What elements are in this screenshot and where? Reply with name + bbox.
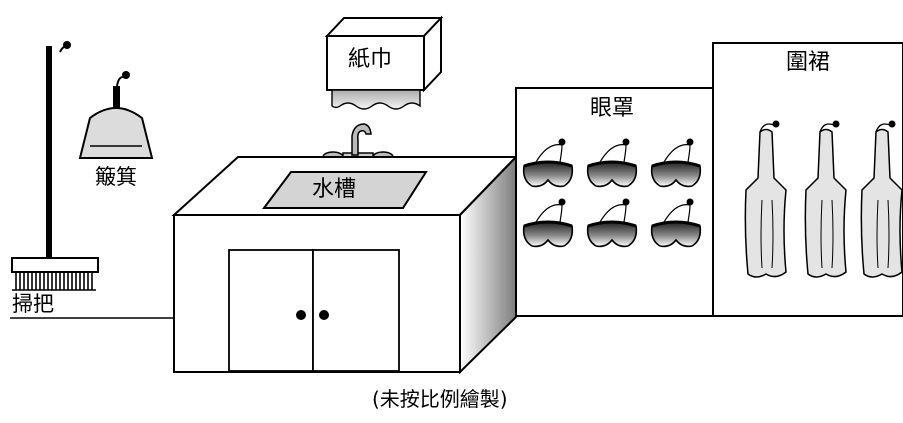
broom [11,41,99,291]
cabinet [171,154,519,375]
goggles-group [522,138,702,248]
apron [744,120,787,278]
aprons-group [744,120,903,278]
apron [804,120,847,278]
broom-bristles [12,272,96,291]
goggle [522,198,574,248]
dustpan-label: 簸箕 [95,165,137,189]
paper-towel-sheet [331,89,421,110]
paper-towel-label: 紙巾 [348,47,393,72]
goggle [586,198,638,248]
goggles-panel [515,87,714,317]
door-knob-right [319,310,329,320]
cabinet-right-door [312,249,400,372]
dustpan [78,71,154,159]
broom-label: 掃把 [12,292,54,316]
goggle [586,138,638,188]
goggle [650,198,702,248]
sink-label: 水槽 [312,177,357,202]
paper-towel-dispenser [324,15,444,110]
aprons-label: 圍裙 [786,50,831,75]
goggles-label: 眼罩 [590,96,635,121]
scale-note: (未按比例繪製) [372,387,508,411]
goggle [522,138,574,188]
door-knob-left [296,310,306,320]
sink-basin [262,171,428,209]
goggle [650,138,702,188]
apron [860,120,903,278]
